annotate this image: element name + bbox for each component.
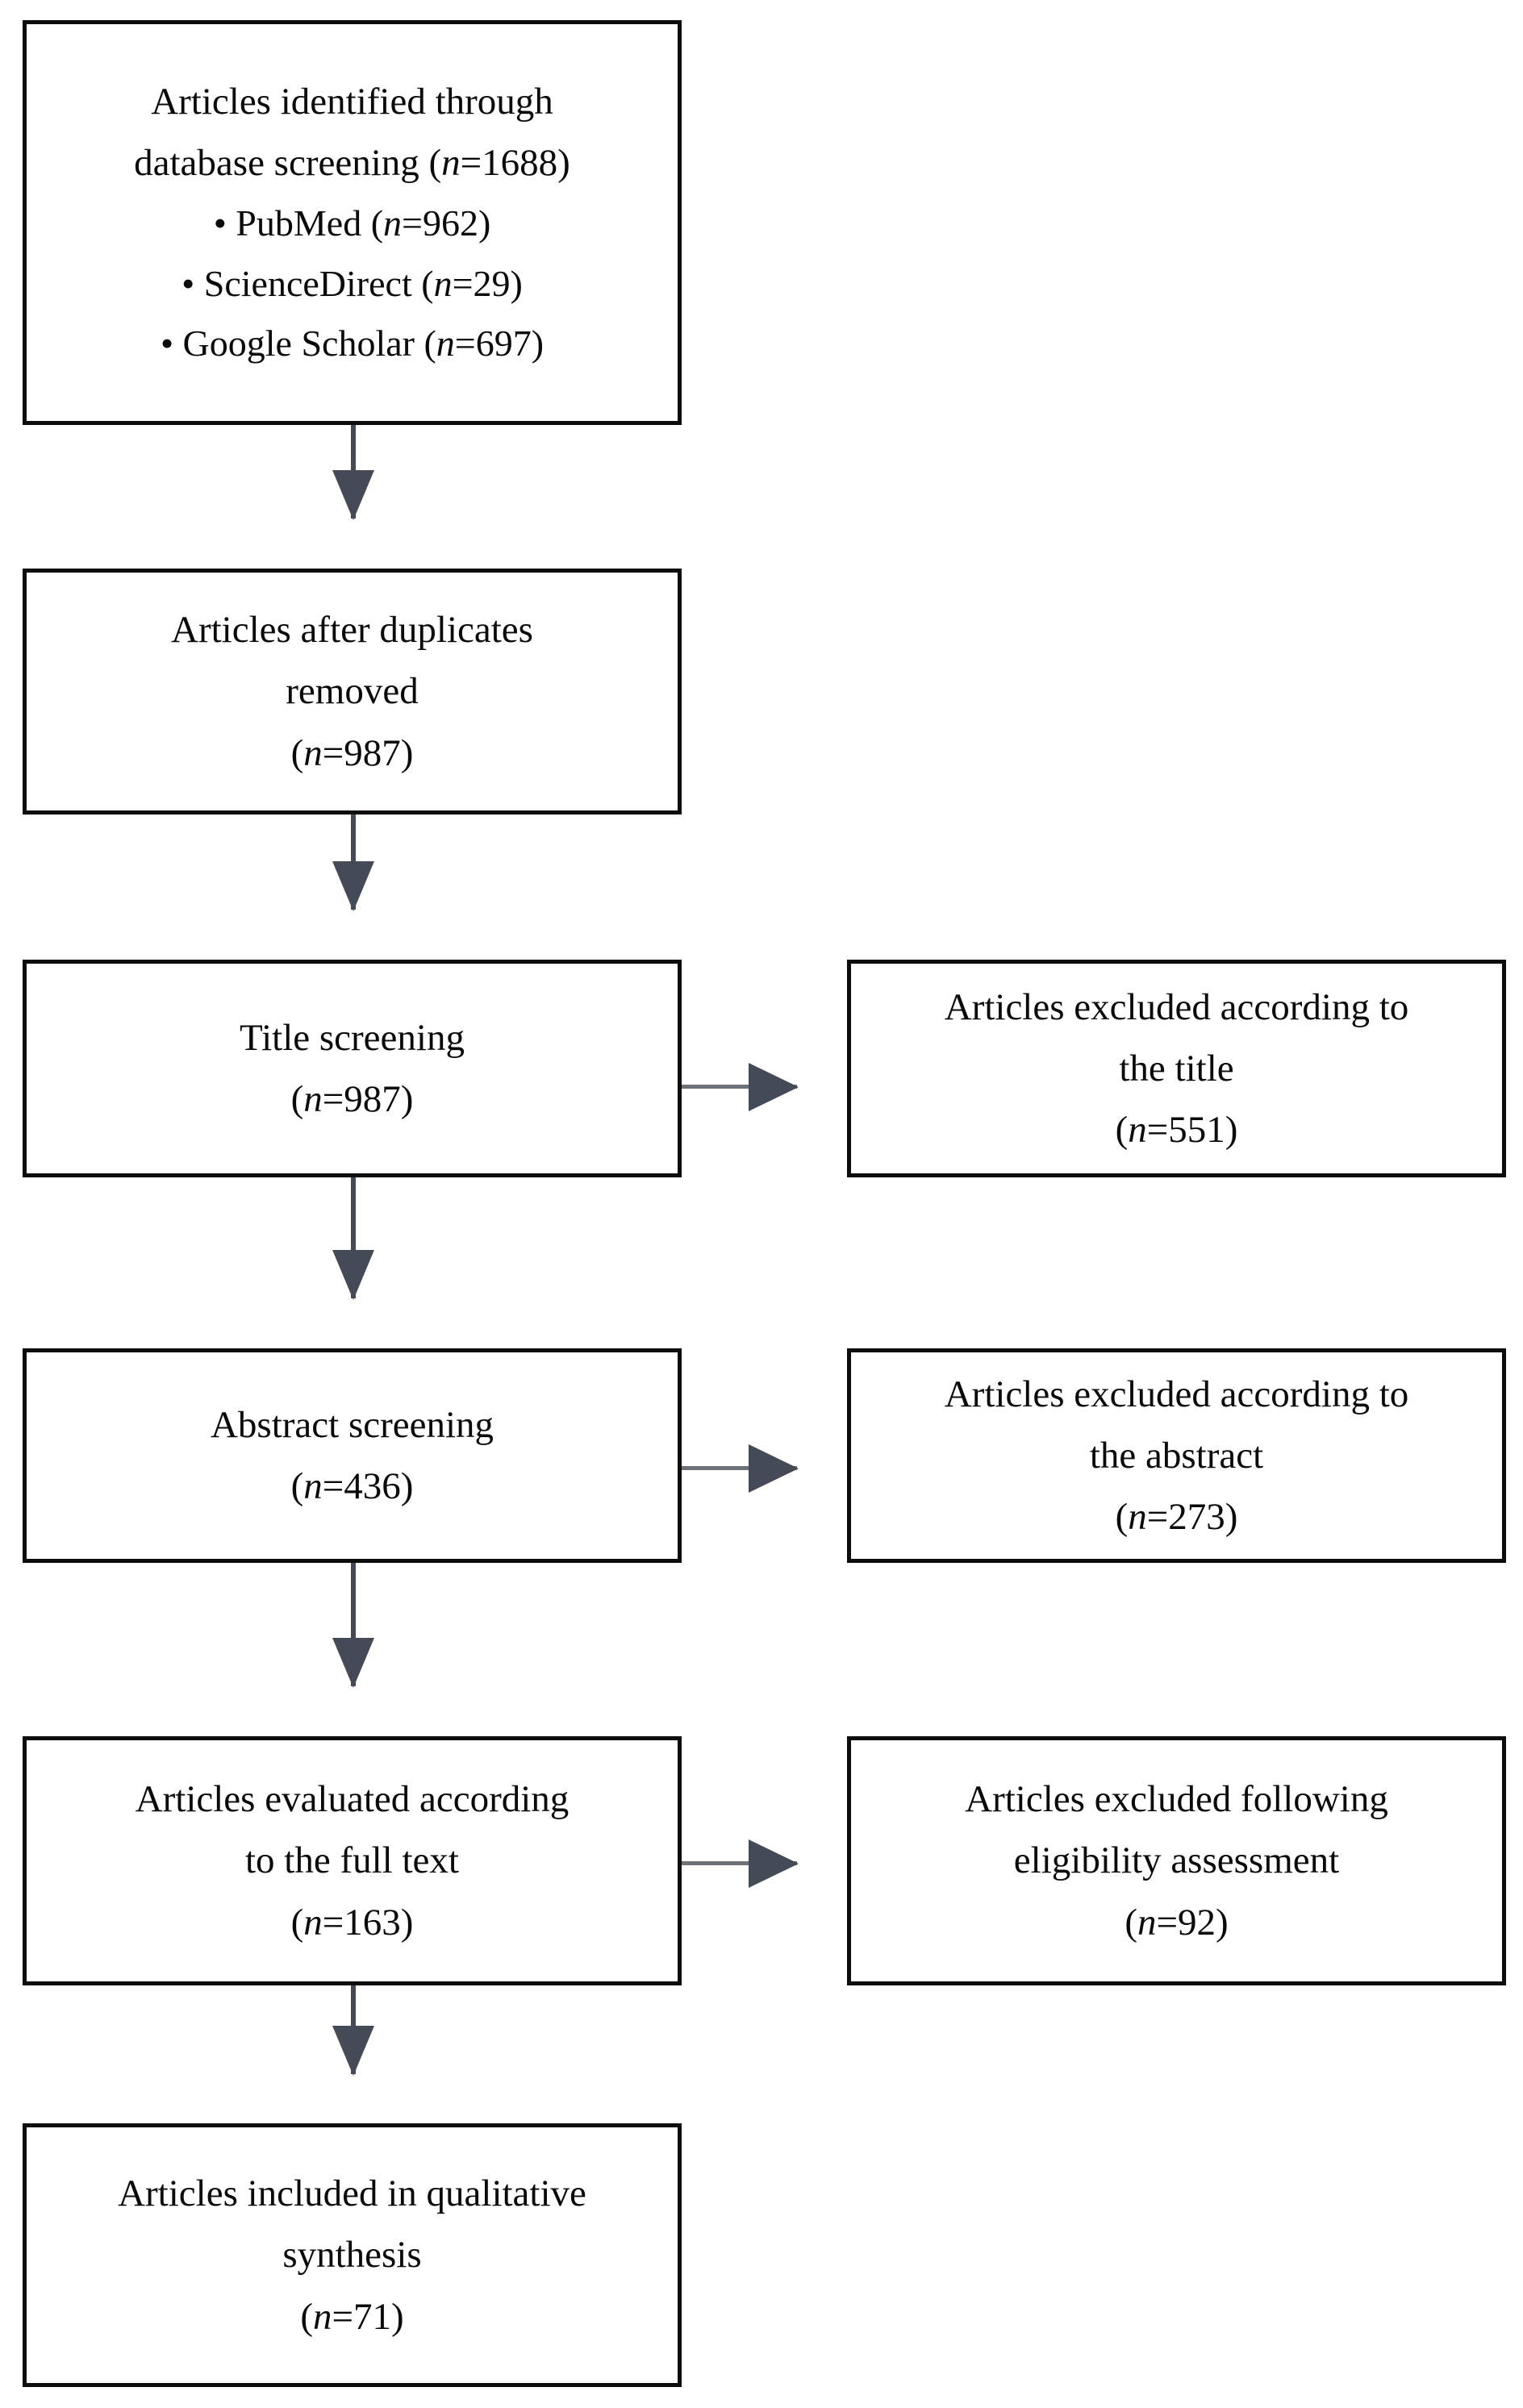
node-line: (n=92) — [1125, 1892, 1228, 1953]
node-text: ( — [290, 731, 304, 774]
node-count: =551) — [1146, 1109, 1238, 1152]
node-line: Abstract screening — [210, 1403, 494, 1446]
node-text: database screening ( — [134, 142, 442, 185]
n-symbol: n — [383, 202, 403, 244]
node-count: =29) — [452, 262, 523, 304]
arrow-title-screening-to-excluded-title — [682, 1085, 797, 1089]
node-line: Articles after duplicates — [171, 609, 533, 652]
node-bullet-pubmed: • PubMed (n=962) — [214, 194, 491, 254]
arrow-title-to-abstract-screening — [351, 1177, 356, 1298]
node-line: to the full text — [245, 1839, 459, 1882]
node-count: =92) — [1156, 1901, 1229, 1943]
n-symbol: n — [441, 142, 461, 185]
arrow-duplicates-to-title-screening — [351, 814, 356, 910]
node-count: =273) — [1146, 1496, 1238, 1539]
node-line: database screening (n=1688) — [134, 132, 570, 194]
arrow-abstract-screening-to-excluded-abstract — [682, 1466, 797, 1470]
node-line: the title — [1119, 1047, 1234, 1089]
node-line: the abstract — [1089, 1434, 1264, 1477]
node-text: ( — [290, 1078, 304, 1120]
node-count: =71) — [332, 2295, 404, 2338]
node-included-qualitative-synthesis: Articles included in qualitative synthes… — [23, 2123, 682, 2387]
n-symbol: n — [433, 262, 453, 304]
node-line: Articles excluded following — [965, 1778, 1388, 1821]
arrow-full-text-to-excluded-eligibility — [682, 1861, 797, 1865]
node-count: =987) — [322, 1078, 414, 1120]
bullet-text: • Google Scholar ( — [160, 323, 436, 365]
node-title-screening: Title screening (n=987) — [23, 960, 682, 1177]
node-line: Title screening — [240, 1016, 465, 1059]
node-text: ( — [1115, 1496, 1129, 1539]
n-symbol: n — [1128, 1109, 1147, 1152]
node-abstract-screening: Abstract screening (n=436) — [23, 1348, 682, 1563]
node-count: =436) — [322, 1465, 414, 1507]
n-symbol: n — [303, 1465, 323, 1507]
node-bullet-google-scholar: • Google Scholar (n=697) — [161, 314, 544, 374]
arrow-identified-to-duplicates — [351, 425, 356, 519]
node-line: (n=987) — [291, 1069, 414, 1130]
node-line: (n=436) — [291, 1456, 414, 1517]
node-text: ( — [290, 1465, 304, 1507]
node-duplicates-removed: Articles after duplicates removed (n=987… — [23, 569, 682, 814]
node-line: (n=273) — [1116, 1486, 1238, 1548]
node-excluded-by-abstract: Articles excluded according to the abstr… — [847, 1348, 1506, 1563]
node-bullet-sciencedirect: • ScienceDirect (n=29) — [182, 254, 523, 315]
node-line: removed — [286, 670, 419, 713]
node-count: =962) — [402, 202, 491, 244]
node-line: Articles excluded according to — [944, 985, 1409, 1028]
node-line: Articles evaluated according — [135, 1778, 570, 1821]
node-line: (n=551) — [1116, 1099, 1238, 1160]
node-articles-identified: Articles identified through database scr… — [23, 20, 682, 425]
node-text: ( — [1115, 1109, 1129, 1152]
node-line: Articles excluded according to — [944, 1373, 1409, 1415]
n-symbol: n — [436, 323, 455, 365]
node-excluded-by-title: Articles excluded according to the title… — [847, 960, 1506, 1177]
node-text: ( — [290, 1901, 304, 1943]
node-line: (n=987) — [291, 723, 414, 784]
node-text: ( — [1125, 1901, 1137, 1943]
n-symbol: n — [1128, 1496, 1147, 1539]
node-count: =1688) — [460, 142, 570, 185]
node-full-text-evaluated: Articles evaluated according to the full… — [23, 1736, 682, 1985]
n-symbol: n — [312, 2295, 332, 2338]
bullet-text: • ScienceDirect ( — [182, 262, 434, 304]
node-count: =697) — [454, 323, 545, 365]
node-line: (n=163) — [291, 1892, 414, 1953]
n-symbol: n — [303, 1078, 323, 1120]
bullet-text: • PubMed ( — [213, 202, 384, 244]
node-line: Articles included in qualitative — [118, 2173, 586, 2215]
node-line: synthesis — [282, 2234, 422, 2277]
node-excluded-eligibility: Articles excluded following eligibility … — [847, 1736, 1506, 1985]
n-symbol: n — [303, 1901, 323, 1943]
node-line: Articles identified through — [151, 81, 553, 123]
node-count: =163) — [322, 1901, 414, 1943]
node-count: =987) — [322, 731, 414, 774]
node-text: ( — [300, 2295, 313, 2338]
node-line: (n=71) — [300, 2286, 403, 2348]
arrow-full-text-to-included — [351, 1985, 356, 2074]
arrow-abstract-to-full-text — [351, 1563, 356, 1686]
n-symbol: n — [303, 731, 323, 774]
n-symbol: n — [1137, 1901, 1157, 1943]
node-line: eligibility assessment — [1013, 1839, 1340, 1882]
